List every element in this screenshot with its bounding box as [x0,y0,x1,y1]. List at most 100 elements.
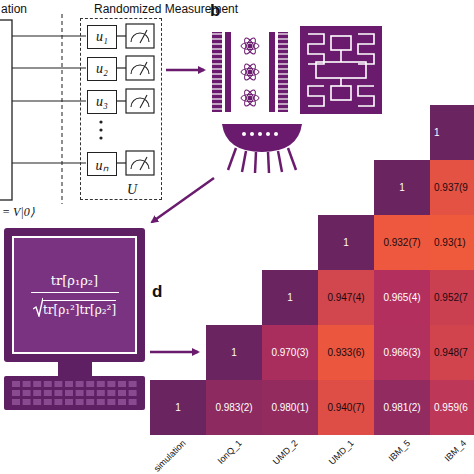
drawing-path [288,148,296,170]
computer-screen: tr[ρ₁ρ₂] tr[ρ₁²]tr[ρ₂²] [12,236,137,354]
cell-value: 1 [434,127,440,138]
drawing-rect [331,36,351,50]
heatmap-cell: 0.970(3) [262,325,318,380]
drawing-rect [269,32,275,112]
heatmap-cell: 1 [374,160,430,215]
panel-title-cropped: ation [1,2,27,16]
heatmap-cell: 1 [262,270,318,325]
drawing-g [248,44,253,101]
drawing-path [358,34,374,64]
column-label: IBM_5 [387,438,412,463]
drawing-line [340,50,342,62]
heatmap-cell: 0.952(7 [430,270,474,325]
unitary-gate: u₃ [87,90,117,114]
drawing-line [340,78,342,86]
heatmap-cell: 0.947(4) [318,270,374,325]
heatmap-cell: 0.959(6 [430,380,474,435]
unitary-gate: u₁ [87,25,117,49]
vertical-ellipsis [99,120,102,139]
drawing-path [308,34,324,64]
cell-value: 0.952(7 [434,292,468,303]
radical-sign [33,297,43,317]
meter-arc [131,33,149,42]
keyboard-key [44,399,52,405]
meter-needle [140,157,147,170]
column-label: UMD_1 [327,438,356,467]
drawing-g [308,34,374,106]
gate-label: u₂ [96,61,108,77]
gate-label: uₙ [96,155,109,174]
ion-trap-illustration [212,32,288,112]
drawing-g [228,148,296,173]
keyboard-key [54,381,62,387]
drawing-rect [58,362,92,376]
cell-value: 0.966(3) [383,347,420,358]
drawing-line [116,162,126,163]
column-label: IBM_4 [443,438,468,463]
drawing-circle [266,132,270,136]
keyboard-key [54,399,62,405]
keyboard-key [86,399,94,405]
drawing-ellipse [242,36,257,55]
keyboard-key [107,390,115,396]
keyboard-key [129,390,137,396]
drawing-path [308,86,324,106]
heatmap-cell: 0.966(3) [374,325,430,380]
meter-arc [131,160,149,169]
drawing-circle [99,136,102,139]
keyboard-key [23,381,31,387]
heatmap-cell: 1 [150,380,206,435]
keyboard-key [12,390,20,396]
keyboard-key [97,381,105,387]
heatmap-cell: 1 [430,105,474,160]
drawing-ellipse [242,88,257,107]
formula-numerator: tr[ρ₁ρ₂] [51,273,98,288]
column-label: UMD_2 [271,438,300,467]
keyboard-key [118,390,126,396]
keyboard-key [23,399,31,405]
heatmap-cell: 1 [206,325,262,380]
keyboard-key [86,381,94,387]
gate-label: u₁ [96,29,108,45]
cell-value: 0.959(6 [434,402,468,413]
drawing-line [116,35,126,36]
drawing-rect [4,376,145,410]
drawing-line [61,14,62,204]
keyboard-key [129,381,137,387]
cell-value: 1 [287,292,293,303]
heatmap-cell: 0.983(2) [206,380,262,435]
cell-value: 0.933(6) [327,347,364,358]
drawing-circle [99,128,102,131]
heatmap-cell: 0.937(9 [430,160,474,215]
cell-value: 0.932(7) [383,237,420,248]
keyboard-key [33,399,41,405]
cell-value: 0.970(3) [271,347,308,358]
drawing-ellipse [241,69,259,76]
formula-denominator: tr[ρ₁²]tr[ρ₂²] [43,300,116,317]
drawing-path [268,152,269,173]
keyboard-key [76,399,84,405]
drawing-circle [258,132,262,136]
drawing-rect [4,228,145,362]
heatmap-cell: 0.940(7) [318,380,374,435]
cell-value: 1 [399,182,405,193]
heatmap-cell: 0.932(7) [374,215,430,270]
meter-needle [140,30,147,43]
heatmap-cell: 0.981(2) [374,380,430,435]
drawing-circle [248,70,253,75]
keyboard-key [129,399,137,405]
meter-box [126,151,154,175]
meter-box [126,24,154,48]
drawing-circle [250,132,254,136]
cell-value: 0.948(7 [434,347,468,358]
computer-illustration [4,228,145,410]
panel-arrows [150,70,214,352]
drawing-circle [248,44,253,49]
measurement-meters [126,24,154,175]
unitary-gate: uₙ [87,152,117,176]
meter-needle [140,95,147,108]
drawing-circle [274,132,278,136]
keyboard-key [97,390,105,396]
drawing-ellipse [242,36,257,55]
